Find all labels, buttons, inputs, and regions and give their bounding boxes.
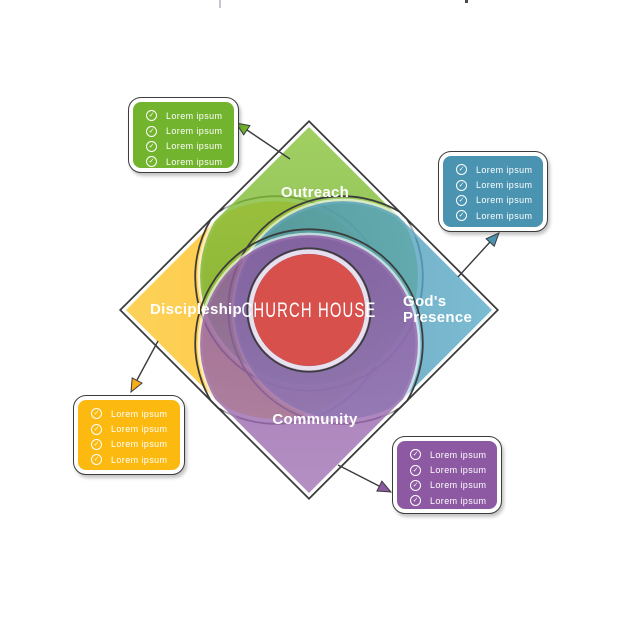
discipleship-callout: ✓ Lorem ipsum ✓ Lorem ipsum ✓ Lorem ipsum ✓ Lor… — [73, 395, 185, 475]
check-icon: ✓ — [146, 125, 157, 137]
checklist-item: ✓ Lorem ipsum — [91, 437, 174, 452]
gods-presence-arrow — [457, 232, 500, 278]
check-icon: ✓ — [91, 454, 102, 466]
checklist-item: ✓ Lorem ipsum — [456, 162, 537, 177]
check-icon: ✓ — [91, 408, 102, 420]
checklist-label: Lorem ipsum — [111, 454, 168, 465]
check-icon: ✓ — [146, 156, 157, 168]
checklist-item: ✓ Lorem ipsum — [146, 139, 228, 154]
arrowhead-icon — [130, 377, 143, 394]
checklist-label: Lorem ipsum — [476, 210, 533, 221]
discipleship-arrow — [130, 340, 159, 394]
checklist-label: Lorem ipsum — [166, 126, 223, 137]
outreach-arrow — [234, 122, 291, 160]
arrowhead-icon — [485, 232, 500, 248]
center-circle — [246, 247, 372, 373]
checklist-label: Lorem ipsum — [166, 110, 223, 121]
checklist-label: Lorem ipsum — [166, 156, 223, 167]
checklist-item: ✓ Lorem ipsum — [146, 123, 228, 138]
checklist-label: Lorem ipsum — [111, 439, 168, 450]
arrowhead-icon — [376, 480, 393, 493]
check-icon: ✓ — [146, 140, 157, 152]
check-icon: ✓ — [410, 449, 421, 461]
checklist-label: Lorem ipsum — [430, 449, 487, 460]
discipleship-label: Discipleship — [150, 301, 242, 318]
checklist-item: ✓ Lorem ipsum — [456, 177, 537, 192]
community-callout: ✓ Lorem ipsum ✓ Lorem ipsum ✓ Lorem ipsum ✓ Lor… — [392, 436, 502, 514]
check-icon: ✓ — [146, 110, 157, 122]
outreach-callout-body: ✓ Lorem ipsum ✓ Lorem ipsum ✓ Lorem ipsum ✓ Lor… — [133, 102, 234, 168]
community-arrow — [337, 464, 393, 493]
check-icon: ✓ — [410, 479, 421, 491]
checklist-item: ✓ Lorem ipsum — [456, 193, 537, 208]
gods-presence-label-line1: God's — [403, 293, 446, 310]
checklist-item: ✓ Lorem ipsum — [146, 108, 228, 123]
checklist-item: ✓ Lorem ipsum — [410, 447, 491, 462]
checklist-label: Lorem ipsum — [430, 465, 487, 476]
center-title: CHURCH HOUSE — [242, 297, 377, 321]
crop-artifact-dot — [465, 0, 468, 3]
gods-presence-callout: ✓ Lorem ipsum ✓ Lorem ipsum ✓ Lorem ipsum ✓ Lor… — [438, 151, 548, 232]
checklist-item: ✓ Lorem ipsum — [91, 421, 174, 436]
gods-presence-label-line2: Presence — [403, 309, 472, 326]
check-icon: ✓ — [456, 210, 467, 222]
checklist-label: Lorem ipsum — [166, 141, 223, 152]
checklist-label: Lorem ipsum — [476, 164, 533, 175]
check-icon: ✓ — [456, 194, 467, 206]
checklist-item: ✓ Lorem ipsum — [410, 462, 491, 477]
check-icon: ✓ — [410, 495, 421, 507]
gods-presence-callout-body: ✓ Lorem ipsum ✓ Lorem ipsum ✓ Lorem ipsum ✓ Lor… — [443, 156, 543, 227]
checklist-label: Lorem ipsum — [476, 195, 533, 206]
arrowhead-icon — [234, 122, 251, 136]
checklist-item: ✓ Lorem ipsum — [91, 406, 174, 421]
checklist-item: ✓ Lorem ipsum — [410, 478, 491, 493]
checklist-label: Lorem ipsum — [430, 480, 487, 491]
checklist-label: Lorem ipsum — [476, 180, 533, 191]
checklist-label: Lorem ipsum — [430, 495, 487, 506]
checklist-item: ✓ Lorem ipsum — [456, 208, 537, 223]
checklist-item: ✓ Lorem ipsum — [91, 452, 174, 467]
check-icon: ✓ — [410, 464, 421, 476]
check-icon: ✓ — [91, 423, 102, 435]
checklist-item: ✓ Lorem ipsum — [146, 154, 228, 169]
check-icon: ✓ — [91, 438, 102, 450]
outreach-label: Outreach — [281, 184, 349, 201]
community-label: Community — [272, 411, 358, 428]
check-icon: ✓ — [456, 179, 467, 191]
discipleship-callout-body: ✓ Lorem ipsum ✓ Lorem ipsum ✓ Lorem ipsum ✓ Lor… — [78, 400, 180, 470]
checklist-label: Lorem ipsum — [111, 424, 168, 435]
crop-artifact-line — [219, 0, 221, 8]
checklist-label: Lorem ipsum — [111, 408, 168, 419]
check-icon: ✓ — [456, 164, 467, 176]
outreach-callout: ✓ Lorem ipsum ✓ Lorem ipsum ✓ Lorem ipsum ✓ Lor… — [128, 97, 239, 173]
checklist-item: ✓ Lorem ipsum — [410, 493, 491, 508]
community-callout-body: ✓ Lorem ipsum ✓ Lorem ipsum ✓ Lorem ipsum ✓ Lor… — [397, 441, 497, 509]
